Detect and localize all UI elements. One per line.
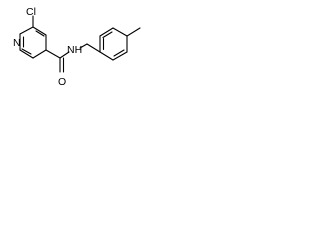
amide-group (45, 43, 101, 73)
pyridine-nitrogen-label: N (13, 37, 21, 49)
bond-b4-b5 (112, 27, 128, 37)
bond-b2-b3-double (113, 49, 125, 57)
bond-c4-c5 (32, 49, 47, 59)
pyridine-ring (19, 26, 47, 59)
bond-methyl (126, 27, 141, 37)
amide-nitrogen-label: NH (67, 44, 82, 56)
bond-b5-b6 (99, 27, 114, 37)
benzene-ring (99, 27, 128, 61)
bond-n1-c2 (19, 26, 34, 35)
bond-c2-c3 (32, 26, 47, 36)
bond-c4-carbonyl (45, 49, 61, 59)
bond-c3-c3-double (35, 30, 45, 37)
chlorine-label: Cl (26, 6, 36, 18)
bond-carbonyl-n (59, 51, 70, 59)
bond-b1-b2 (99, 51, 114, 61)
bond-b2-b3 (112, 51, 128, 61)
bond-n-ch2 (79, 43, 88, 49)
bond-c5-c6 (19, 49, 34, 59)
chemical-structure-diagram: Cl N NH O (13, 6, 141, 88)
bond-b5-b6-double (102, 31, 113, 39)
bond-ch2-ring (86, 43, 101, 53)
bond-c5-c6-double (21, 48, 32, 55)
carbonyl-oxygen-label: O (58, 76, 66, 88)
